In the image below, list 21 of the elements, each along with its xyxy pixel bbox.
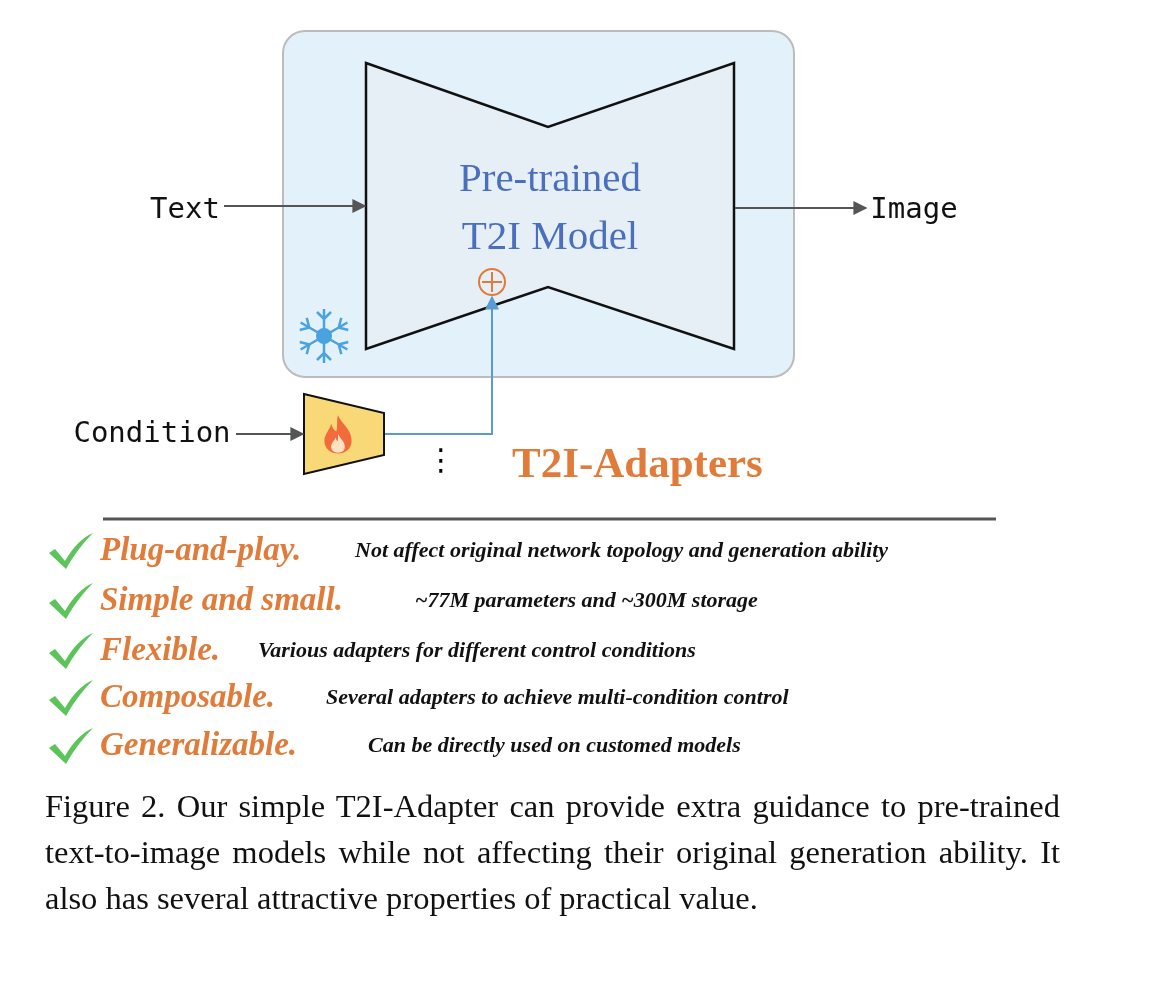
arrow: [235, 427, 305, 441]
model-label: Pre-trained T2I Model: [457, 153, 643, 260]
property-name: Composable.: [100, 677, 276, 716]
adapter-title: T2I-Adapters: [512, 438, 763, 487]
property-description: Not affect original network topology and generation ability: [355, 536, 889, 564]
ellipsis-mark: ⋮: [426, 441, 456, 479]
property-description: Various adapters for different control conditions: [258, 636, 696, 664]
arrow: [384, 295, 499, 435]
arrow: [223, 199, 367, 213]
property-name: Flexible.: [100, 630, 221, 669]
io-label: Text: [149, 190, 221, 227]
property-description: Can be directly used on customed models: [368, 731, 741, 759]
figure-caption: Figure 2. Our simple T2I-Adapter can provide extra guidance to pre-trained text-to-image models while not affecting their original generation ability. It also has several attractive properties of practical value.: [45, 787, 1060, 918]
property-description: Several adapters to achieve multi-condition control: [326, 683, 789, 711]
property-name: Simple and small.: [100, 580, 343, 619]
property-name: Plug-and-play.: [100, 530, 302, 569]
io-label: Image: [869, 190, 959, 227]
property-description: ~77M parameters and ~300M storage: [415, 586, 758, 614]
io-label: Condition: [72, 414, 232, 451]
property-name: Generalizable.: [100, 725, 298, 764]
arrow: [734, 201, 868, 215]
